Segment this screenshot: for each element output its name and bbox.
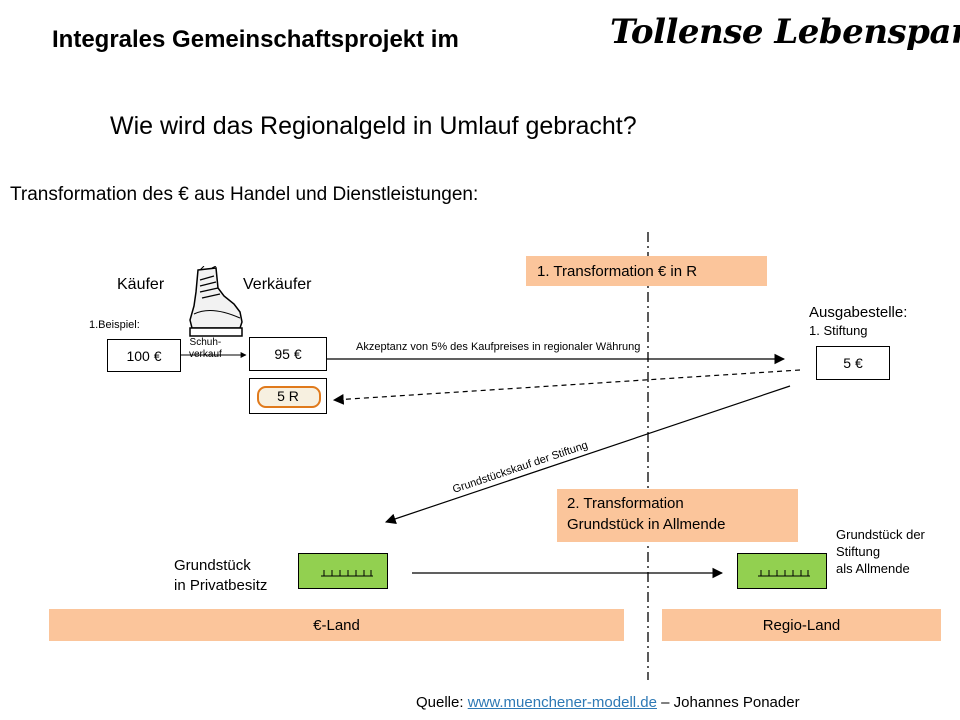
private-land-line-2: in Privatbesitz: [174, 577, 268, 594]
project-name: Tollense Lebenspark: [610, 12, 960, 52]
transformation-2-line-2: Grundstück in Allmende: [567, 516, 726, 533]
boot-icon: [189, 266, 243, 337]
issuer-amount: 5 €: [843, 355, 863, 371]
seller-amount: 95 €: [274, 346, 302, 362]
private-land-line-1: Grundstück: [174, 557, 251, 574]
regio-amount: 5 R: [277, 388, 299, 404]
shoe-sale-line-2: verkauf: [189, 349, 222, 360]
transformation-1-label: 1. Transformation € in R: [537, 262, 698, 280]
buyer-amount-box: 100 €: [107, 339, 181, 372]
euro-land-label: €-Land: [313, 616, 360, 634]
issuer-sub-label: 1. Stiftung: [809, 323, 868, 338]
foundation-land-plot: [737, 553, 827, 589]
buyer-label: Käufer: [117, 276, 165, 293]
regio-return-arrow: [332, 369, 801, 405]
page-subtitle: Wie wird das Regionalgeld in Umlauf gebr…: [110, 112, 637, 140]
foundation-land-label: Grundstück der Stiftung als Allmende: [836, 526, 925, 577]
transformation-2-box: 2. Transformation Grundstück in Allmende: [557, 489, 798, 542]
buyer-amount: 100 €: [126, 347, 162, 364]
regio-land-band: Regio-Land: [662, 609, 941, 641]
private-land-label: Grundstück in Privatbesitz: [174, 556, 267, 596]
regiogeld-logo-icon: [257, 386, 321, 408]
example-label: 1.Beispiel:: [89, 319, 140, 331]
source-line: Quelle: www.muenchener-modell.de – Johan…: [416, 694, 800, 711]
euro-land-band: €-Land: [49, 609, 624, 641]
regio-amount-box: 5 R: [249, 378, 327, 414]
regio-land-label: Regio-Land: [762, 616, 841, 634]
source-link[interactable]: www.muenchener-modell.de: [467, 694, 657, 711]
section-heading: Transformation des € aus Handel und Dien…: [10, 184, 479, 205]
shoe-sale-label: Schuh- verkauf: [189, 337, 222, 361]
page-title: Integrales Gemeinschaftsprojekt im: [52, 26, 459, 53]
issuer-amount-box: 5 €: [816, 346, 890, 380]
issuer-label: Ausgabestelle:: [809, 304, 908, 321]
source-prefix: Quelle:: [416, 694, 468, 711]
fence-icon: [321, 570, 373, 577]
seller-amount-box: 95 €: [249, 337, 327, 371]
seller-label: Verkäufer: [243, 276, 312, 293]
acceptance-label: Akzeptanz von 5% des Kaufpreises in regi…: [356, 341, 641, 353]
foundation-land-line-1: Grundstück der: [836, 527, 925, 542]
transformation-2-line-1: 2. Transformation: [567, 495, 684, 512]
shoe-sale-line-1: Schuh-: [189, 337, 222, 348]
transformation-1-box: 1. Transformation € in R: [526, 256, 767, 286]
source-suffix: – Johannes Ponader: [656, 694, 800, 711]
foundation-land-line-2: Stiftung: [836, 544, 881, 559]
private-land-plot: [298, 553, 388, 589]
foundation-land-line-3: als Allmende: [836, 561, 910, 576]
land-purchase-label: Grundstückskauf der Stiftung: [451, 439, 589, 496]
fence-icon: [758, 570, 810, 577]
land-purchase-arrow: [384, 385, 791, 525]
